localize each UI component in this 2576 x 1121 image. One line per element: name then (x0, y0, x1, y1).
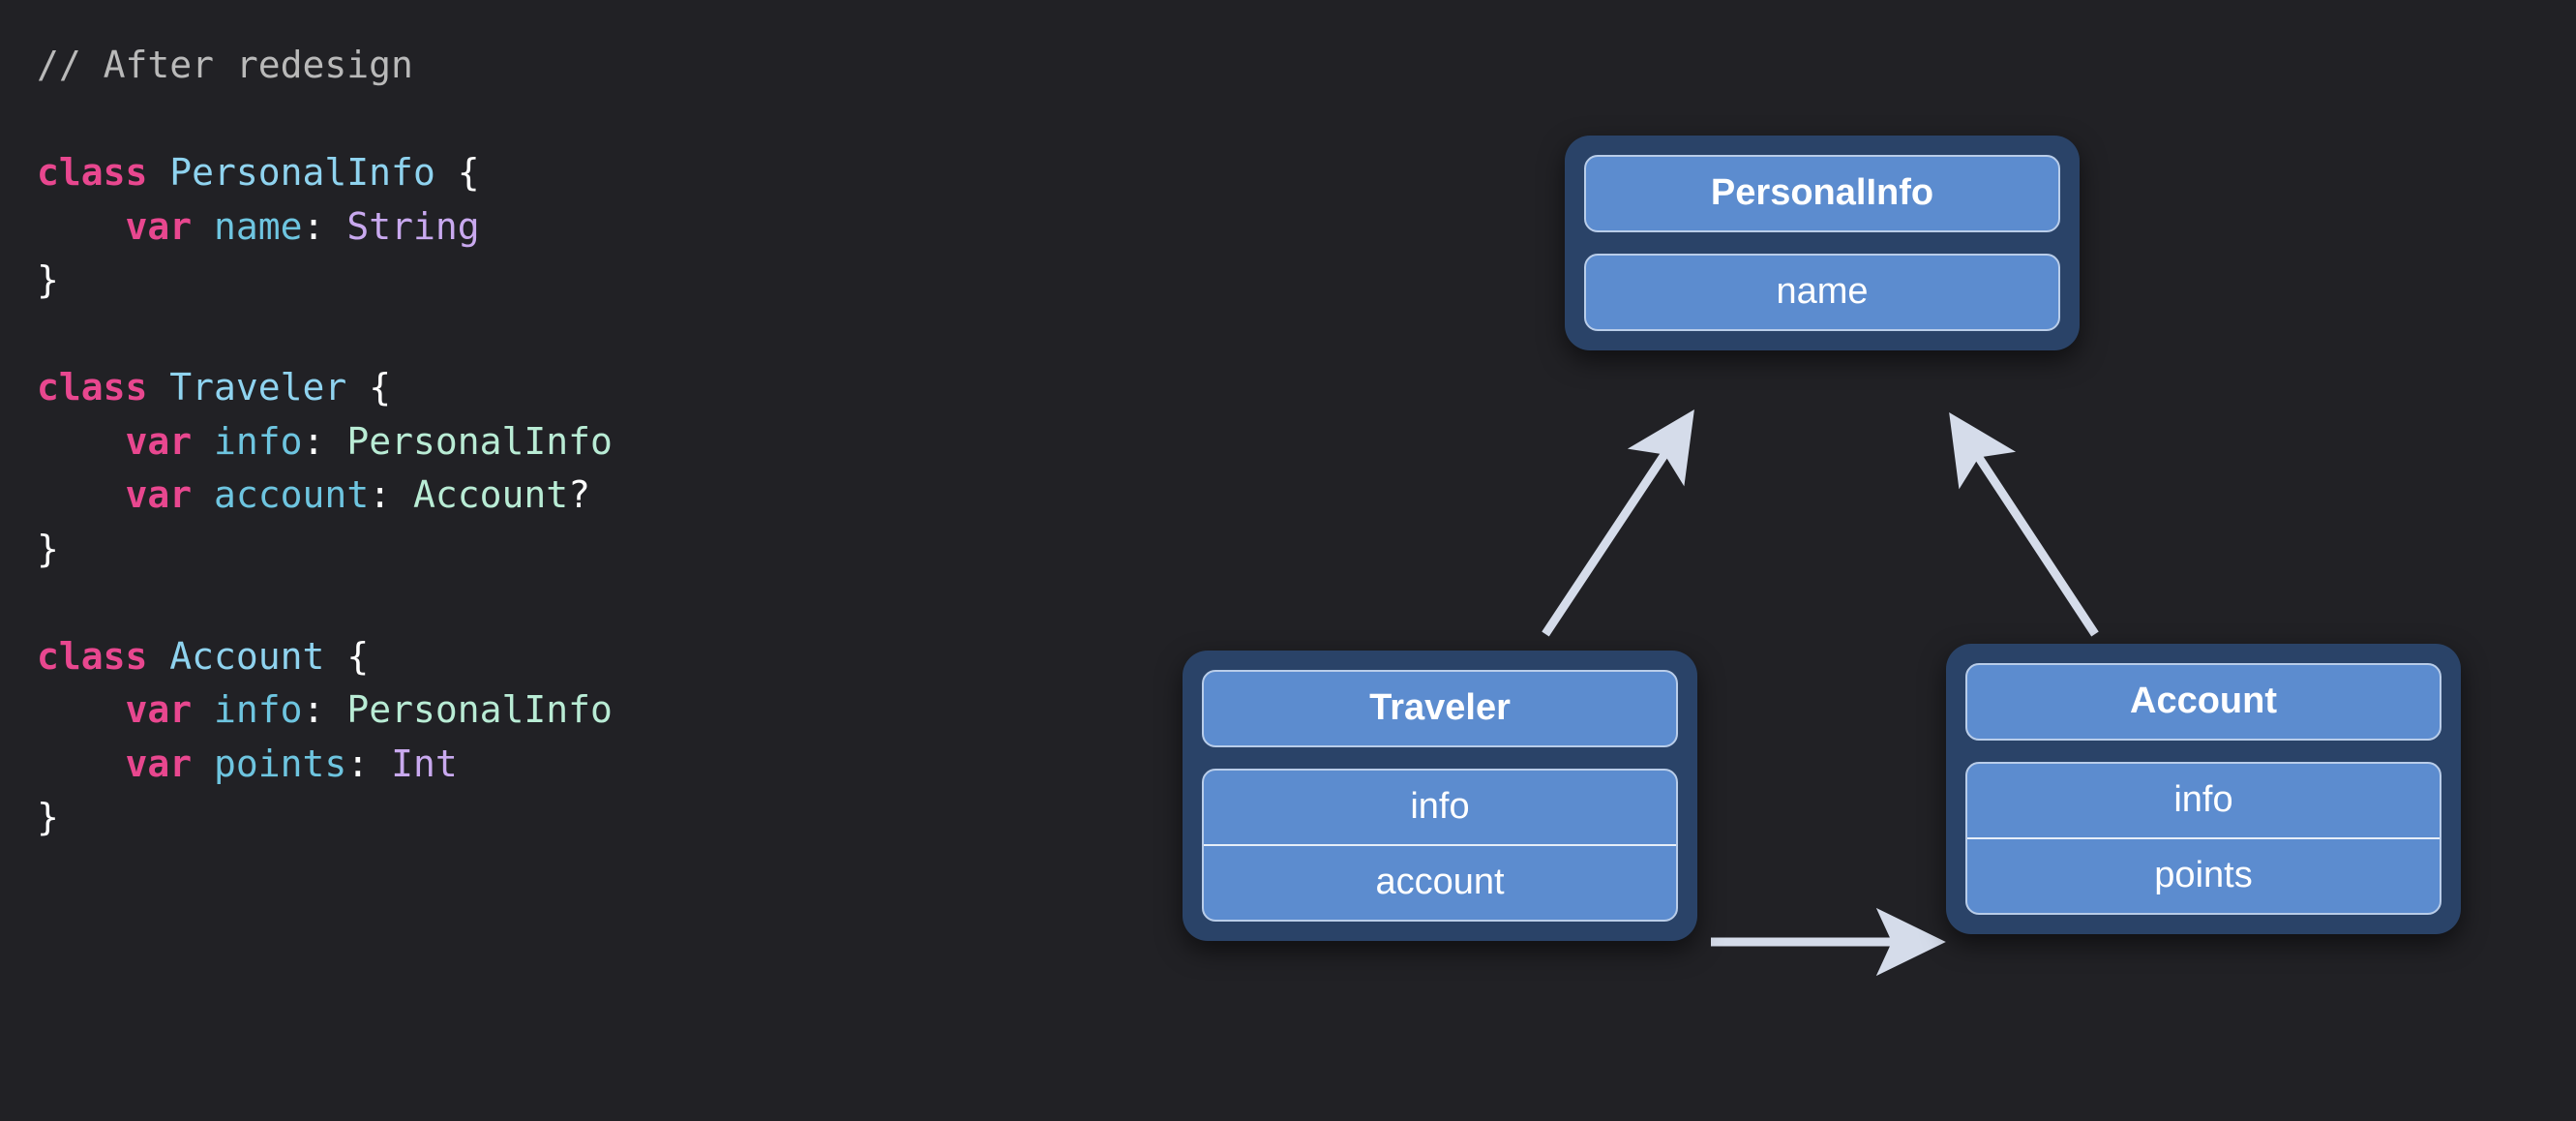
arrow-traveler-to-personalinfo (1542, 409, 1694, 637)
code-token-type-obj: PersonalInfo (346, 688, 613, 731)
code-token-classname: PersonalInfo (169, 151, 435, 194)
code-line-ac-pts: var points: Int (37, 738, 1004, 792)
class-property: info (1410, 785, 1470, 827)
code-token-keyword: class (37, 151, 148, 194)
code-line-pi-name: var name: String (37, 200, 1004, 255)
code-token-keyword: var (125, 204, 193, 248)
code-token-keyword: class (37, 366, 148, 409)
code-panel: // After redesign class PersonalInfo { v… (37, 39, 1004, 845)
code-line-comment: // After redesign (37, 39, 1004, 93)
class-properties-account: info points (1965, 761, 2441, 915)
code-token-keyword: var (125, 473, 193, 516)
code-line-pi-open: class PersonalInfo { (37, 146, 1004, 200)
code-token-punc: { (346, 366, 392, 409)
code-token-type-prim: Int (391, 742, 458, 785)
code-token-prop: name (214, 204, 303, 248)
code-token-punc: : (302, 419, 347, 463)
code-token-keyword: var (125, 688, 193, 731)
code-token-punc: } (37, 527, 59, 570)
code-token-type-obj: Account (412, 473, 569, 516)
code-token-punc: } (37, 796, 59, 838)
code-line-pi-close: } (37, 254, 1004, 308)
class-property: info (2173, 778, 2233, 820)
code-token-prop: info (214, 419, 303, 463)
code-line-ac-info: var info: PersonalInfo (37, 683, 1004, 738)
class-box-personalinfo[interactable]: PersonalInfo name (1565, 136, 2080, 350)
code-token-punc: ? (568, 473, 591, 516)
code-line-tr-close: } (37, 523, 1004, 577)
code-token-classname: Account (169, 634, 325, 678)
class-box-account[interactable]: Account info points (1946, 644, 2461, 934)
code-token-keyword: var (125, 742, 193, 785)
code-line-tr-info: var info: PersonalInfo (37, 415, 1004, 470)
class-properties-traveler: info account (1202, 768, 1678, 922)
code-token-punc: } (37, 258, 59, 301)
class-property: account (1204, 843, 1676, 920)
class-title-personalinfo: PersonalInfo (1584, 155, 2060, 232)
class-title-traveler: Traveler (1202, 670, 1678, 747)
code-token-punc: : (302, 204, 347, 248)
code-token-prop: info (214, 688, 303, 731)
code-token-type-prim: String (346, 204, 480, 248)
code-token-type-obj: PersonalInfo (346, 419, 613, 463)
class-title-account: Account (1965, 663, 2441, 741)
class-properties-personalinfo: name (1584, 253, 2060, 331)
code-token-punc: : (346, 742, 392, 785)
class-box-traveler[interactable]: Traveler info account (1183, 651, 1697, 941)
code-line-tr-open: class Traveler { (37, 361, 1004, 415)
code-token-punc: : (302, 688, 347, 731)
class-property: name (1776, 270, 1869, 312)
code-token-prop: points (214, 742, 347, 785)
code-token-comment: // After redesign (37, 44, 413, 86)
code-token-keyword: class (37, 634, 148, 678)
class-property: points (1967, 836, 2440, 913)
arrow-account-to-personalinfo (1949, 411, 2099, 637)
code-line-ac-close: } (37, 791, 1004, 845)
code-token-prop: account (214, 473, 370, 516)
code-token-punc: { (434, 151, 480, 194)
code-token-punc: { (324, 634, 370, 678)
code-token-punc: : (369, 473, 413, 516)
code-line-tr-acct: var account: Account? (37, 469, 1004, 523)
code-token-keyword: var (125, 419, 193, 463)
code-token-classname: Traveler (169, 366, 347, 409)
code-line-ac-open: class Account { (37, 630, 1004, 684)
